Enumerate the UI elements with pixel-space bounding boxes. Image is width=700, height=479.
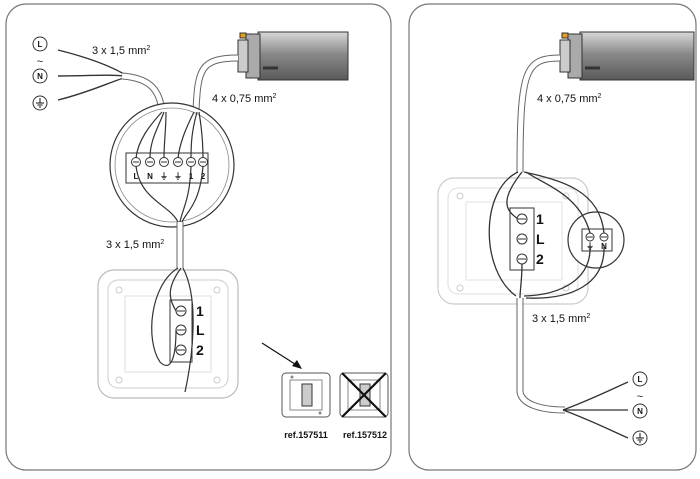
line-symbol: L: [32, 36, 48, 52]
svg-text:⏚: ⏚: [160, 172, 168, 181]
cable-label-supply: 3 x 1,5 mm2: [92, 45, 150, 57]
svg-text:1: 1: [189, 172, 194, 181]
internal-wiring-right: [488, 171, 605, 299]
ref-157511-label: ref.157511: [284, 430, 328, 440]
earth-symbol-right: [632, 430, 648, 446]
switch-terminal-2: 2: [196, 342, 204, 358]
motor-tube-left: [237, 31, 349, 81]
svg-text:N: N: [37, 72, 43, 81]
earth-symbol: [32, 95, 48, 111]
alternating-symbol: ~: [37, 56, 43, 68]
motor-tube-right: [559, 31, 695, 81]
left-panel: L ~ N 3 x 1,5 mm2 4 x 0,75 mm2 3 x 1,5 m…: [5, 3, 392, 471]
svg-text:L: L: [38, 40, 43, 49]
neutral-symbol-right: N: [632, 403, 648, 419]
right-panel: 4 x 0,75 mm2 1 L 2: [408, 3, 697, 471]
switch-terminal-1-right: 1: [536, 211, 544, 227]
connection-box-right: ⏚ N: [567, 211, 625, 269]
alternating-symbol-right: ~: [637, 391, 643, 403]
module-157511: [281, 372, 331, 418]
cable-label-switch: 3 x 1,5 mm2: [106, 239, 164, 251]
cable-label-motor-right: 4 x 0,75 mm2: [537, 93, 602, 105]
switch-terminal-l-right: L: [536, 231, 545, 247]
switch-terminal-1: 1: [196, 303, 204, 319]
cable-label-motor: 4 x 0,75 mm2: [212, 93, 277, 105]
svg-text:N: N: [637, 407, 643, 416]
svg-text:L: L: [638, 375, 643, 384]
reference-arrow: [261, 342, 302, 369]
svg-text:L: L: [134, 172, 139, 181]
svg-text:N: N: [147, 172, 153, 181]
svg-text:2: 2: [201, 172, 206, 181]
switch-terminal-2-right: 2: [536, 251, 544, 267]
line-symbol-right: L: [632, 371, 648, 387]
cable-label-supply-right: 3 x 1,5 mm2: [532, 313, 590, 325]
svg-text:⏚: ⏚: [174, 172, 182, 181]
junction-box-left: L N ⏚ ⏚ 1 2: [109, 102, 235, 228]
switch-terminal-l: L: [196, 322, 205, 338]
neutral-symbol: N: [32, 68, 48, 84]
ref-157512-label: ref.157512: [343, 430, 387, 440]
module-157512: [339, 372, 389, 418]
switch-plate-right: 1 L 2: [437, 177, 589, 305]
switch-plate-left: 1 L 2: [97, 267, 239, 399]
